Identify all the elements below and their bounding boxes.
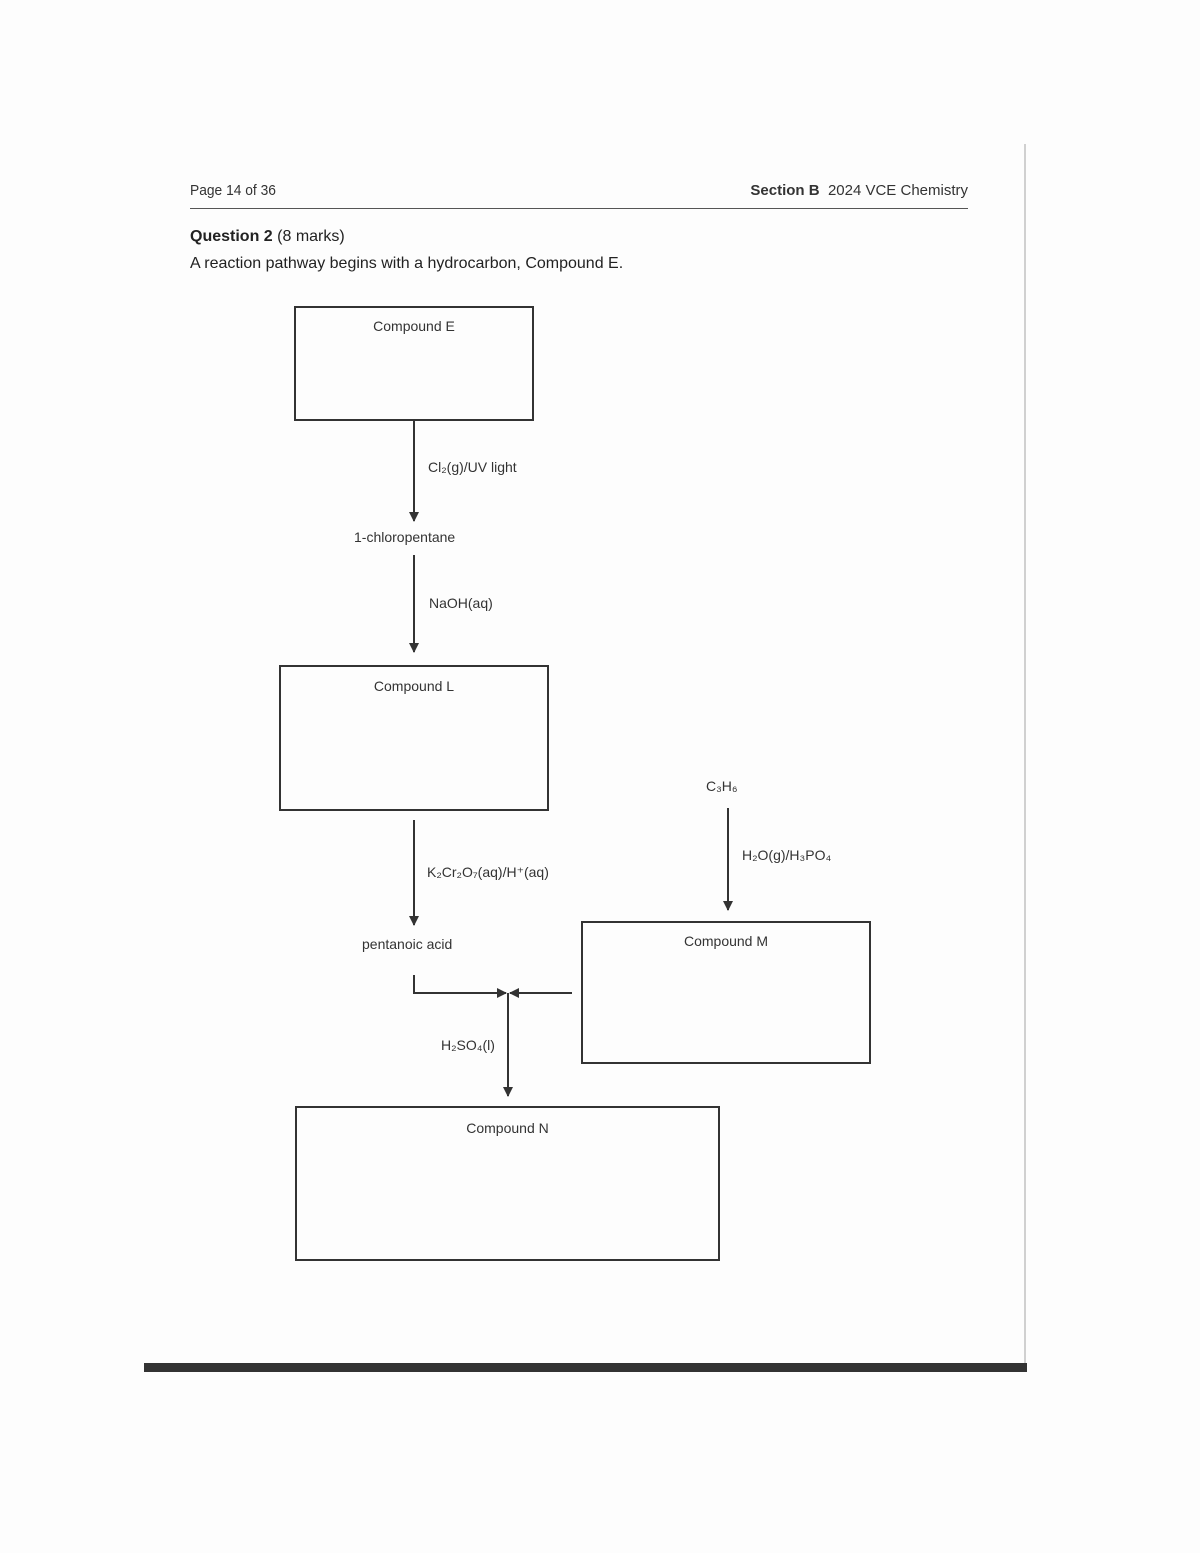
- header-divider: [190, 208, 968, 209]
- question-intro: A reaction pathway begins with a hydroca…: [190, 255, 624, 272]
- page-edge: [1024, 144, 1026, 1369]
- question-title: Question 2: [190, 228, 273, 245]
- compound-m-label: Compound M: [683, 933, 769, 949]
- compound-l-label: Compound L: [373, 678, 455, 694]
- intermediate-chloropentane: 1-chloropentane: [354, 529, 456, 545]
- question-marks: (8 marks): [277, 228, 345, 245]
- compound-e-box[interactable]: Compound E: [294, 306, 534, 421]
- section-label: Section B: [750, 182, 820, 199]
- reagent-naoh: NaOH(aq): [429, 595, 493, 611]
- reagent-sulfuric-acid: H₂SO₄(l): [441, 1037, 495, 1053]
- exam-title: 2024 VCE Chemistry: [827, 182, 968, 199]
- intermediate-pentanoic-acid: pentanoic acid: [362, 936, 453, 952]
- page-number: Page 14 of 36: [190, 182, 276, 199]
- section-header: Section B 2024 VCE Chemistry: [750, 182, 968, 199]
- compound-n-box[interactable]: Compound N: [295, 1106, 720, 1261]
- page-bottom-bar: [144, 1363, 1027, 1372]
- compound-e-label: Compound E: [373, 318, 455, 334]
- compound-l-box[interactable]: Compound L: [279, 665, 549, 811]
- question-heading: Question 2 (8 marks): [190, 228, 345, 246]
- compound-n-label: Compound N: [466, 1120, 549, 1136]
- reagent-chlorine-uv: Cl₂(g)/UV light: [428, 459, 517, 475]
- reagent-dichromate: K₂Cr₂O₇(aq)/H⁺(aq): [427, 864, 549, 880]
- compound-m-box[interactable]: Compound M: [581, 921, 871, 1064]
- reagent-steam-phosphoric: H₂O(g)/H₃PO₄: [742, 847, 832, 863]
- connector-pentanoic-to-junction: [413, 975, 507, 998]
- reactant-propene: C₃H₆: [706, 778, 738, 794]
